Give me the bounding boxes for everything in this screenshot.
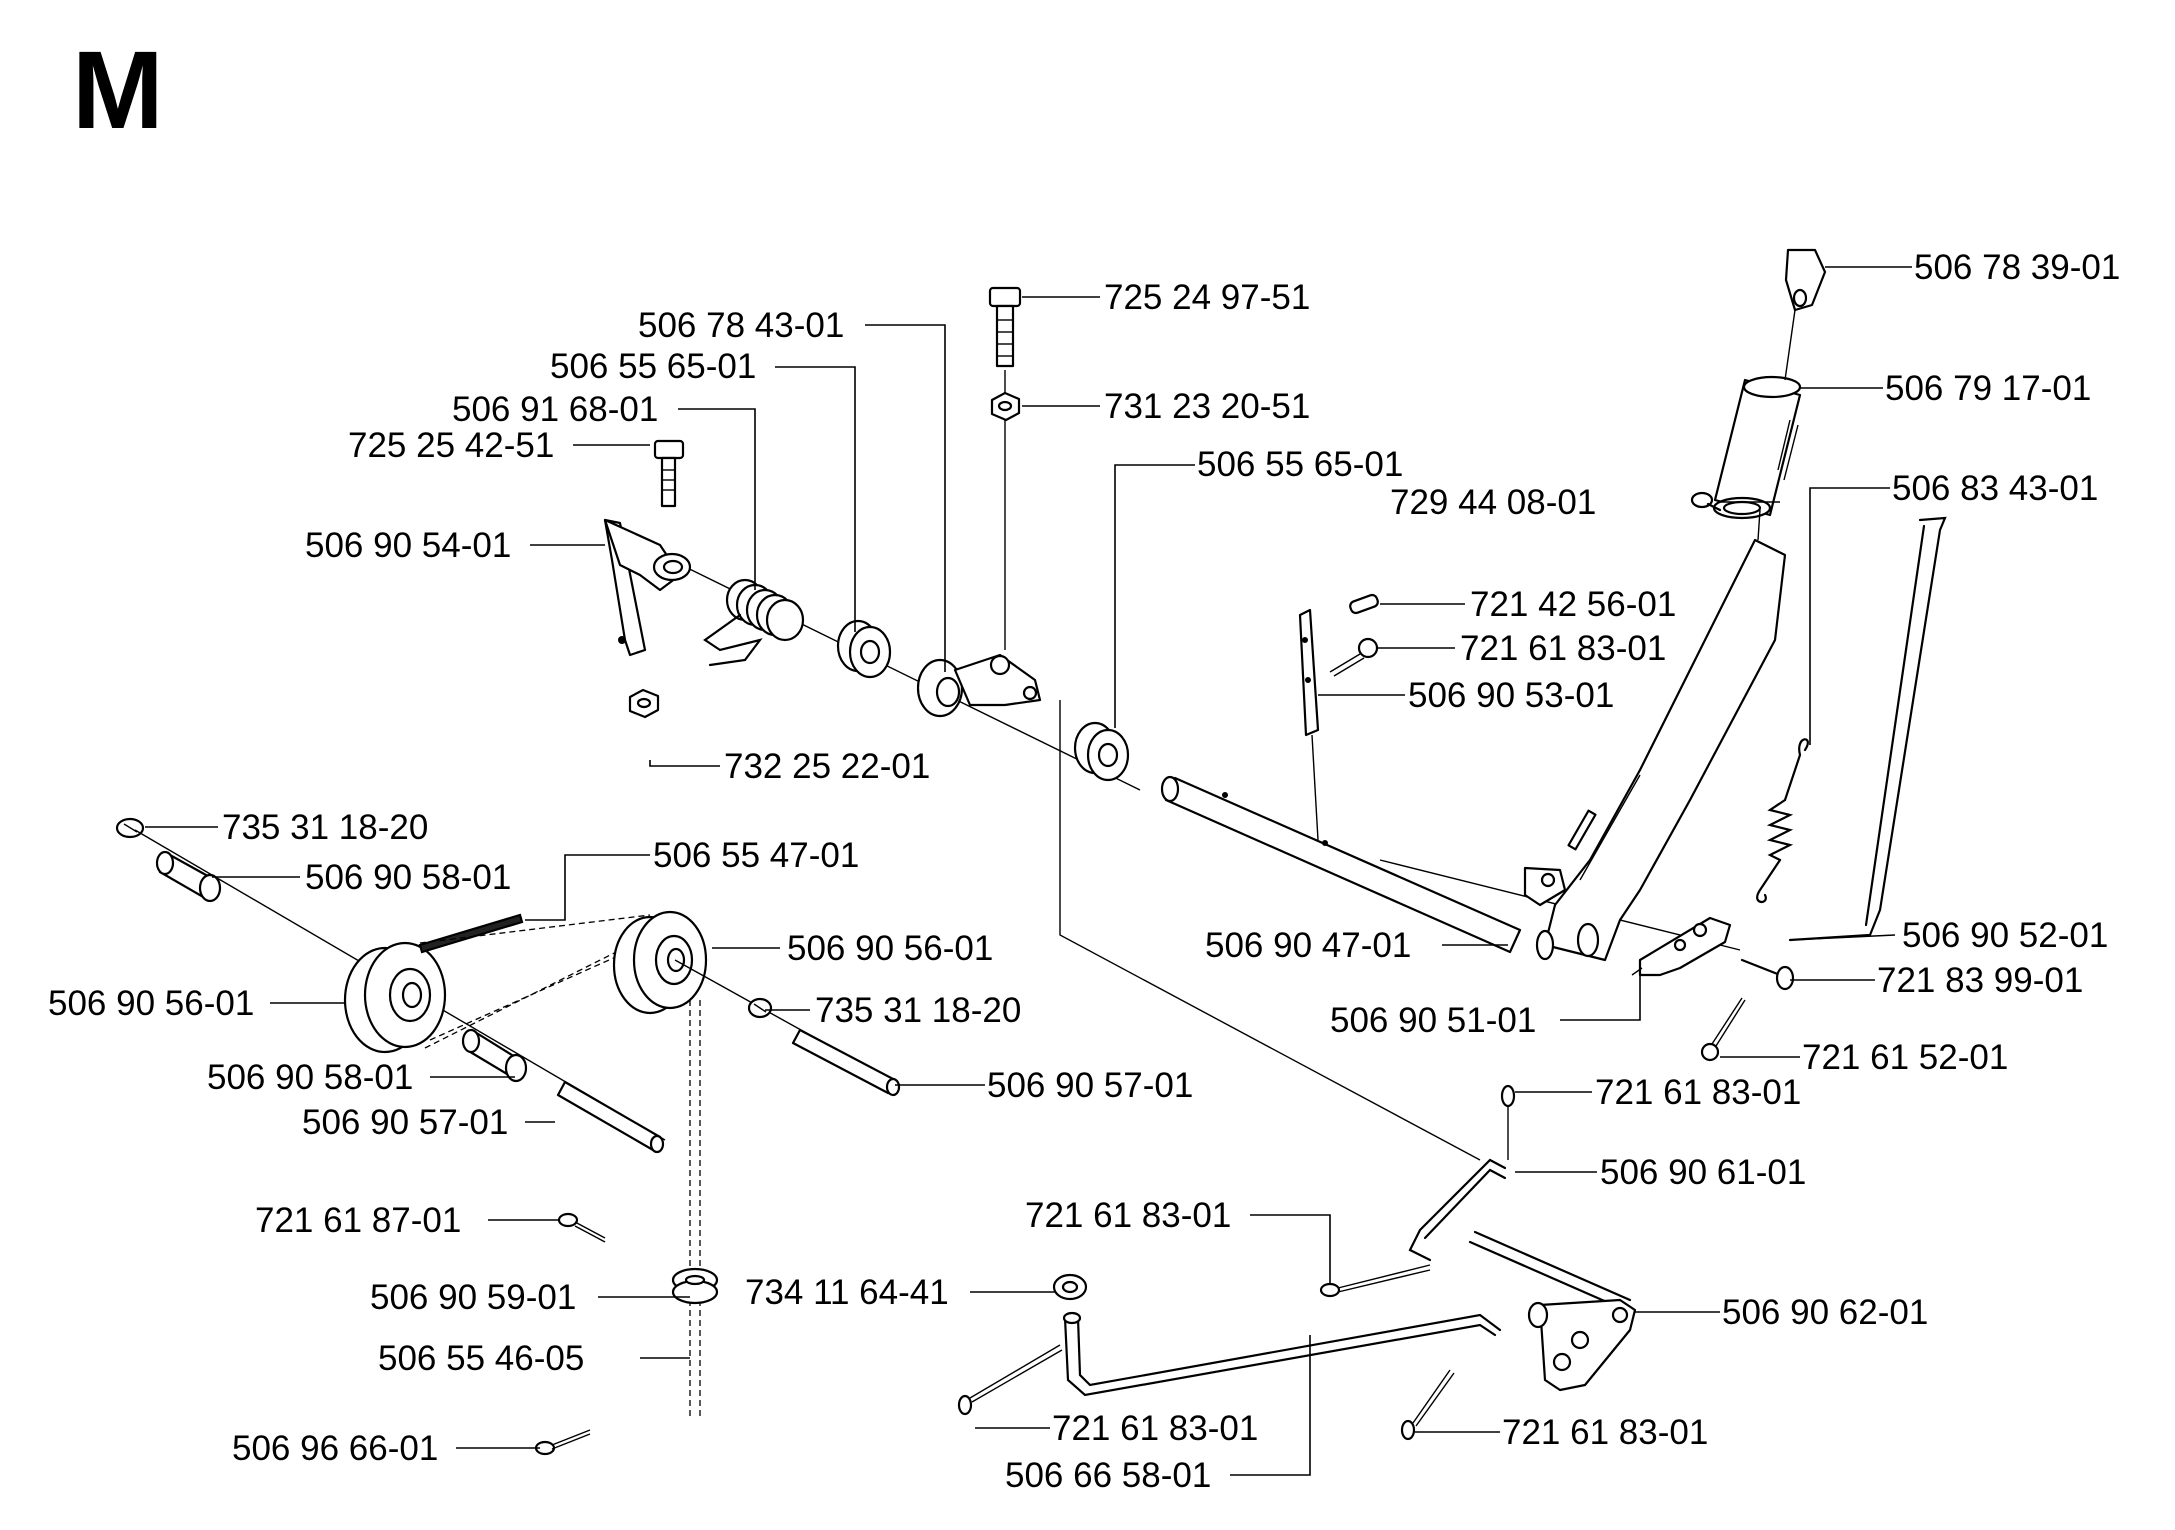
section-letter: M bbox=[72, 29, 164, 152]
cap-right bbox=[747, 997, 773, 1019]
part-label: 506 90 59-01 bbox=[370, 1278, 576, 1317]
part-label: 506 78 43-01 bbox=[638, 306, 844, 345]
clip-link-right bbox=[1400, 1369, 1455, 1441]
part-label: 506 55 46-05 bbox=[378, 1339, 584, 1378]
clip-upper bbox=[1329, 637, 1379, 677]
part-label: 721 83 99-01 bbox=[1877, 961, 2083, 1000]
part-label: 729 44 08-01 bbox=[1390, 483, 1596, 522]
part-label: 735 31 18-20 bbox=[815, 991, 1021, 1030]
long-rod bbox=[1788, 516, 1947, 942]
belt-cross-1 bbox=[424, 919, 681, 1049]
small-plate bbox=[1298, 608, 1320, 841]
knob bbox=[1784, 248, 1827, 381]
washer-lower bbox=[671, 1267, 719, 1305]
part-label: 506 91 68-01 bbox=[452, 390, 658, 429]
link-rod bbox=[1063, 1316, 1497, 1397]
part-label: 506 79 17-01 bbox=[1885, 369, 2091, 408]
part-label: 734 11 64-41 bbox=[745, 1273, 949, 1312]
part-label: 725 24 97-51 bbox=[1104, 278, 1310, 317]
screw-small bbox=[1690, 491, 1722, 512]
clip-link-left bbox=[957, 1344, 1063, 1416]
part-label: 721 61 83-01 bbox=[1025, 1196, 1231, 1235]
part-label: 506 90 56-01 bbox=[787, 929, 993, 968]
bent-rod-edge bbox=[1423, 1168, 1507, 1240]
part-label: 721 42 56-01 bbox=[1470, 585, 1676, 624]
part-label: 506 90 58-01 bbox=[207, 1058, 413, 1097]
part-labels: 506 78 39-01 506 79 17-01 725 24 97-51 5… bbox=[48, 248, 2120, 1495]
belt-top bbox=[419, 914, 651, 944]
part-label: 735 31 18-20 bbox=[222, 808, 428, 847]
part-label: 506 55 65-01 bbox=[550, 347, 756, 386]
part-label: 721 61 83-01 bbox=[1502, 1413, 1708, 1452]
bolt-top bbox=[988, 286, 1022, 395]
pin-right bbox=[791, 1028, 901, 1097]
bolt-left bbox=[653, 439, 685, 508]
drawing bbox=[115, 248, 1947, 1456]
part-label: 506 90 57-01 bbox=[302, 1103, 508, 1142]
part-label: 506 90 52-01 bbox=[1902, 916, 2108, 955]
part-label: 506 66 58-01 bbox=[1005, 1456, 1211, 1495]
main-shaft bbox=[1160, 775, 1522, 954]
bent-rod bbox=[1408, 1158, 1507, 1262]
main-lever bbox=[1523, 538, 1787, 962]
part-label: 506 90 56-01 bbox=[48, 984, 254, 1023]
bolt-right bbox=[1740, 958, 1795, 991]
link-rod-edge bbox=[1076, 1313, 1502, 1387]
part-label: 721 61 83-01 bbox=[1460, 629, 1666, 668]
cotter-right bbox=[1700, 997, 1746, 1062]
part-label: 721 61 83-01 bbox=[1052, 1409, 1258, 1448]
spacer-left-lower bbox=[461, 1028, 528, 1083]
tension-spring bbox=[1756, 738, 1809, 903]
link-rod-end bbox=[1062, 1311, 1082, 1325]
rod-bracket bbox=[1631, 916, 1732, 977]
bushing-middle bbox=[1073, 721, 1130, 782]
pulley-right bbox=[612, 910, 708, 1015]
part-label: 506 90 62-01 bbox=[1722, 1293, 1928, 1332]
part-label: 506 90 53-01 bbox=[1408, 676, 1614, 715]
clip-bent-rod bbox=[1500, 1084, 1516, 1160]
pin-small bbox=[1349, 593, 1379, 615]
part-label: 506 90 61-01 bbox=[1600, 1153, 1806, 1192]
torsion-spring bbox=[703, 578, 805, 667]
clip-center bbox=[1319, 1264, 1431, 1298]
part-label: 721 61 87-01 bbox=[255, 1201, 461, 1240]
pin-left bbox=[556, 1080, 665, 1154]
part-label: 506 78 39-01 bbox=[1914, 248, 2120, 287]
pulley-left bbox=[343, 941, 447, 1054]
part-label: 506 90 54-01 bbox=[305, 526, 511, 565]
long-rod-edge bbox=[1864, 524, 1926, 927]
part-label: 731 23 20-51 bbox=[1104, 387, 1310, 426]
bushing-left bbox=[836, 619, 892, 679]
part-label: 506 55 65-01 bbox=[1197, 445, 1403, 484]
nut-left bbox=[628, 688, 660, 719]
part-label: 506 83 43-01 bbox=[1892, 469, 2098, 508]
drive-chain-body bbox=[418, 913, 524, 954]
cap-left bbox=[115, 817, 145, 839]
leader-lines bbox=[145, 266, 1912, 1476]
part-label: 506 90 51-01 bbox=[1330, 1001, 1536, 1040]
part-label: 506 96 66-01 bbox=[232, 1429, 438, 1468]
spacer-left-upper bbox=[155, 850, 222, 903]
part-label: 506 90 47-01 bbox=[1205, 926, 1411, 965]
part-label: 506 90 57-01 bbox=[987, 1066, 1193, 1105]
part-label: 506 55 47-01 bbox=[653, 836, 859, 875]
handle-grip bbox=[1712, 375, 1802, 541]
part-label: 732 25 22-01 bbox=[724, 747, 930, 786]
arm-hub bbox=[916, 653, 1042, 718]
bottom-plate bbox=[1468, 1230, 1637, 1392]
left-bracket bbox=[603, 518, 692, 657]
part-label: 721 61 52-01 bbox=[1802, 1038, 2008, 1077]
part-label: 506 90 58-01 bbox=[305, 858, 511, 897]
part-label: 725 25 42-51 bbox=[348, 426, 554, 465]
cotter-bottom bbox=[534, 1429, 591, 1456]
link-line bbox=[1059, 700, 1481, 1161]
part-label: 721 61 83-01 bbox=[1595, 1073, 1801, 1112]
nut-top bbox=[990, 391, 1021, 650]
washer-link bbox=[1052, 1273, 1088, 1301]
cotter-left bbox=[557, 1212, 606, 1243]
